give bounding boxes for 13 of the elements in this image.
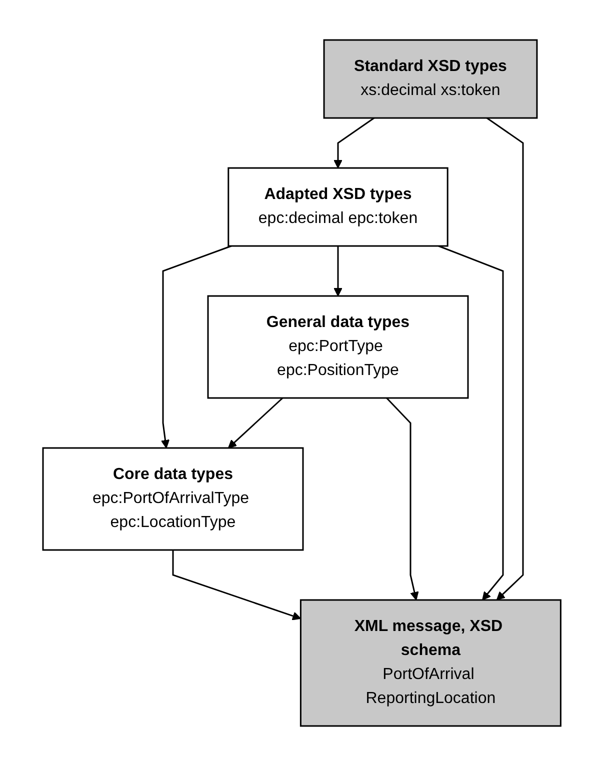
arrow <box>333 246 342 296</box>
node-box: General data types epc:PortType epc:PositionType <box>206 294 468 398</box>
arrow <box>228 396 283 448</box>
arrow <box>172 550 301 620</box>
arrow <box>438 244 504 600</box>
node-box: Standard XSD types xs:decimal xs:token <box>322 38 538 118</box>
arrow <box>486 116 524 600</box>
node-box: Core data types epc:PortOfArrivalType epc:LocationType <box>42 446 304 550</box>
node-box: Adapted XSD types epc:decimal epc:token <box>227 166 448 246</box>
arrow <box>160 244 232 448</box>
arrow <box>333 116 374 168</box>
arrow <box>386 396 418 600</box>
node-box: XML message, XSD schema PortOfArrival ReportingLocation <box>300 598 562 726</box>
